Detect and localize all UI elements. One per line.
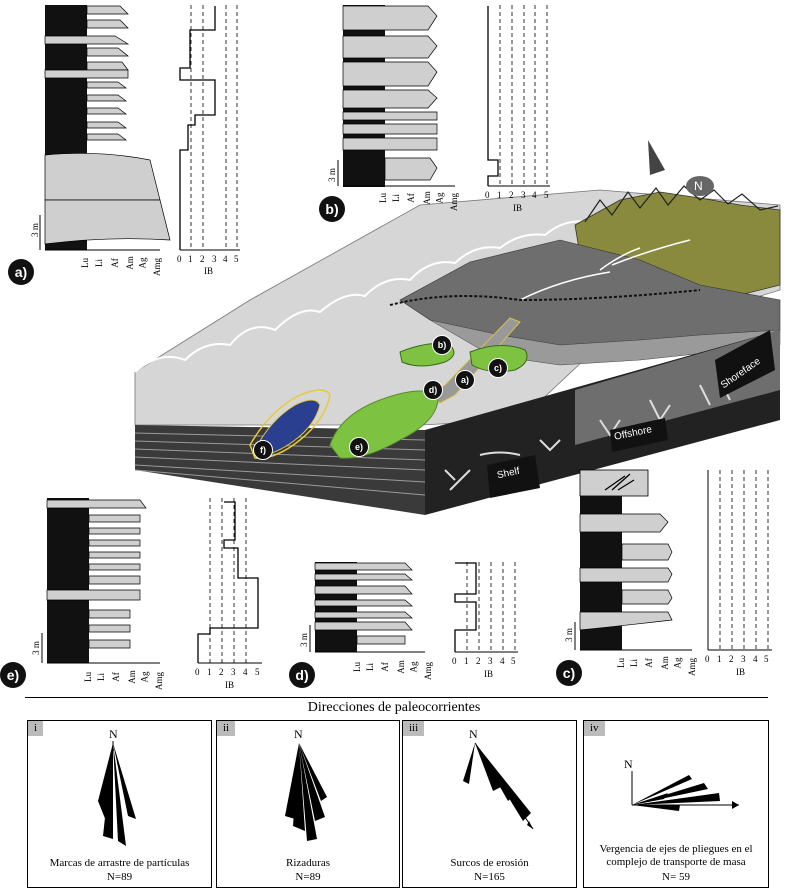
panel-i-n: N=89 xyxy=(106,871,133,883)
column-c xyxy=(574,469,772,651)
col-d-ib-4: 4 xyxy=(500,656,505,666)
block-diagram xyxy=(134,140,781,515)
block-marker-c: c) xyxy=(488,358,508,378)
column-b xyxy=(337,5,550,187)
block-marker-d: d) xyxy=(423,380,443,400)
panel-i-north: N xyxy=(109,727,118,741)
col-c-ib-1: 1 xyxy=(717,654,722,664)
sea-wave xyxy=(134,220,591,373)
panel-iii-north: N xyxy=(469,727,478,741)
panel-ii-tag: ii xyxy=(217,721,236,736)
col-b-ib-2: 2 xyxy=(509,190,514,200)
rose-diagram-iii xyxy=(463,742,534,830)
col-a-ib-3: 3 xyxy=(212,254,217,264)
col-c-tick-4: Ag xyxy=(672,657,683,669)
offshore-tag-bg xyxy=(610,418,668,452)
col-e-ib-5: 5 xyxy=(255,667,260,677)
col-b-ib-label: IB xyxy=(513,203,522,213)
col-a-ib-label: IB xyxy=(204,266,213,276)
col-c-tick-5: Amg xyxy=(687,658,697,676)
col-d-ib-5: 5 xyxy=(511,656,516,666)
column-a xyxy=(39,5,240,251)
panel-ii-north: N xyxy=(294,727,303,741)
col-b-ib-0: 0 xyxy=(485,190,490,200)
rose-diagram-i xyxy=(98,741,136,846)
col-a-badge: a) xyxy=(8,259,34,285)
panel-ii-n: N=89 xyxy=(295,871,321,883)
block-marker-f: f) xyxy=(253,440,273,460)
shelf-tag-bg xyxy=(487,455,540,498)
panel-iii-n: N=165 xyxy=(474,871,505,883)
block-marker-b: b) xyxy=(432,335,452,355)
col-e-ib-1: 1 xyxy=(207,667,212,677)
col-d-ib-2: 2 xyxy=(476,656,481,666)
rose-diagram-ii xyxy=(285,743,327,841)
column-d xyxy=(309,562,518,653)
col-b-ib-3: 3 xyxy=(521,190,526,200)
col-c-ib-4: 4 xyxy=(753,654,758,664)
col-e-badge: e) xyxy=(0,662,26,688)
col-e-ib-0: 0 xyxy=(195,667,200,677)
river-lines xyxy=(519,239,691,301)
north-ellipse xyxy=(686,176,714,196)
panel-iii-tag: iii xyxy=(403,721,425,736)
paleo-panel-iv: iv N Vergencia de ejes de pliegues en el… xyxy=(583,720,769,888)
col-e-ib-2: 2 xyxy=(219,667,224,677)
col-c-tick-0: Lu xyxy=(616,658,626,668)
col-c-tick-2: Af xyxy=(643,658,654,668)
col-c-ib-label: IB xyxy=(736,667,745,677)
col-d-ib-3: 3 xyxy=(488,656,493,666)
col-c-scale: 3 m xyxy=(563,628,574,642)
col-c-tick-1: Li xyxy=(629,659,639,667)
col-c-ib-2: 2 xyxy=(729,654,734,664)
col-e-ib-3: 3 xyxy=(231,667,236,677)
section-divider xyxy=(25,697,768,698)
col-d-ib-1: 1 xyxy=(464,656,469,666)
block-marker-a: a) xyxy=(455,370,475,390)
col-b-ib-4: 4 xyxy=(532,190,537,200)
shoreline xyxy=(389,289,701,306)
col-c-tick-3: Am xyxy=(659,656,670,670)
col-c-ib-0: 0 xyxy=(705,654,710,664)
mountains xyxy=(584,185,779,223)
paleo-panel-i: i N Marcas de arrastre de partículas N=8… xyxy=(27,720,212,888)
col-a-ib-1: 1 xyxy=(188,254,193,264)
column-e xyxy=(41,498,262,664)
block-marker-e: e) xyxy=(349,437,369,457)
lobe-f-halo xyxy=(249,389,331,459)
panel-iv-tag: iv xyxy=(584,721,605,736)
col-a-ib-5: 5 xyxy=(234,254,239,264)
col-d-ib-label: IB xyxy=(484,669,493,679)
panel-i-tag: i xyxy=(28,721,44,736)
rose-diagram-iv xyxy=(631,771,739,811)
col-d-badge: d) xyxy=(289,662,315,688)
col-c-badge: c) xyxy=(556,660,582,686)
col-b-ib-1: 1 xyxy=(497,190,502,200)
block-north-label: N xyxy=(694,179,703,193)
panel-iv-n: N= 59 xyxy=(662,871,690,883)
lobe-f xyxy=(254,399,321,456)
panel-ii-caption: Rizaduras xyxy=(286,857,330,869)
north-arrow-shape xyxy=(648,140,665,175)
paleo-title: Direcciones de paleocorrientes xyxy=(307,700,481,715)
col-b-badge: b) xyxy=(319,196,345,222)
shoreface-tag-bg xyxy=(715,330,775,398)
paleo-panel-iii: iii N Surcos de erosión N=165 xyxy=(402,720,577,888)
col-c-ib-3: 3 xyxy=(741,654,746,664)
panel-i-caption: Marcas de arrastre de partículas xyxy=(49,857,190,869)
panel-iv-caption: Vergencia de ejes de pliegues en el comp… xyxy=(599,843,753,868)
col-b-ib-5: 5 xyxy=(544,190,549,200)
paleo-panel-ii: ii N Rizaduras N=89 xyxy=(216,720,400,888)
col-a-ib-0: 0 xyxy=(177,254,182,264)
panel-iii-caption: Surcos de erosión xyxy=(450,857,529,869)
panel-iv-north: N xyxy=(624,757,633,771)
col-a-ib-4: 4 xyxy=(223,254,228,264)
col-c-ib-5: 5 xyxy=(764,654,769,664)
col-e-ib-label: IB xyxy=(225,680,234,690)
col-d-ib-0: 0 xyxy=(452,656,457,666)
col-e-ib-4: 4 xyxy=(243,667,248,677)
col-a-ib-2: 2 xyxy=(200,254,205,264)
